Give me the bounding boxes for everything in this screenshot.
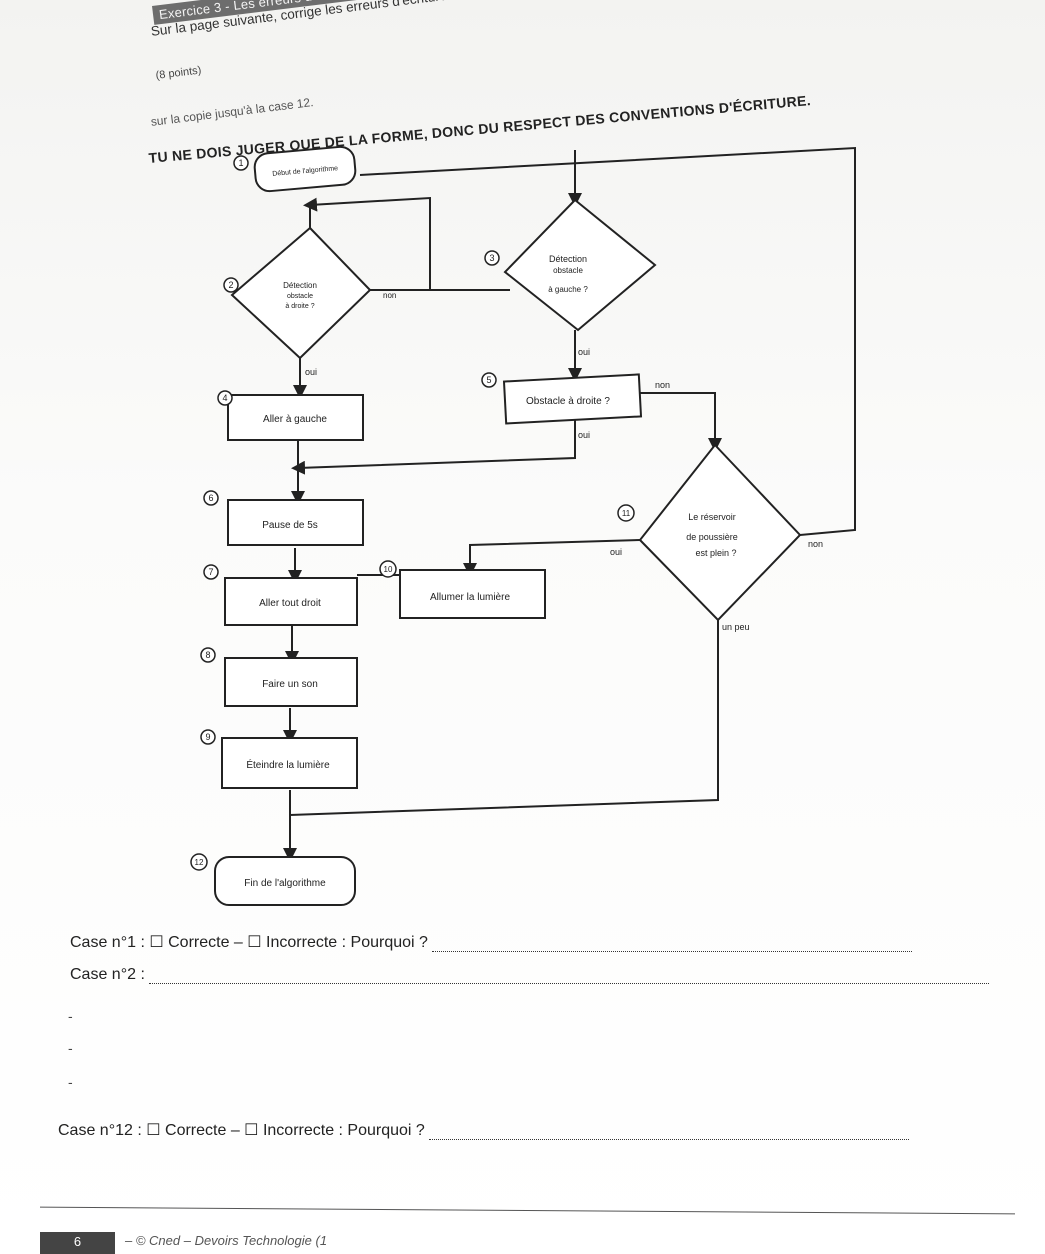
svg-text:11: 11 <box>622 509 631 518</box>
box-turn-left: Aller à gauche <box>227 394 364 441</box>
step-number-11: 11 <box>617 504 635 522</box>
question-case-1-text: Case n°1 : ☐ Correcte – ☐ Incorrecte : P… <box>70 934 428 951</box>
pause-label: Pause de 5s <box>262 520 318 531</box>
label-oui-1: oui <box>578 347 590 357</box>
label-oui-2: oui <box>305 367 317 377</box>
step-number-7: 7 <box>203 564 219 580</box>
loop-line-top <box>359 146 856 536</box>
svg-text:3: 3 <box>489 253 494 263</box>
step-number-6: 6 <box>203 490 219 506</box>
answer-line-case-12[interactable] <box>429 1125 910 1140</box>
decision-left-line-3: à gauche ? <box>548 285 588 294</box>
svg-text:10: 10 <box>384 565 393 574</box>
end-label: Fin de l'algorithme <box>244 878 326 889</box>
connector-11-un-peu <box>289 620 719 816</box>
label-oui-3: oui <box>578 430 590 440</box>
box-light-on: Allumer la lumière <box>399 569 546 619</box>
answer-line-case-2[interactable] <box>149 969 990 984</box>
decision-dust-tank: Le réservoir de poussière est plein ? <box>638 443 802 622</box>
end-box: Fin de l'algorithme <box>214 856 356 906</box>
step-number-8: 8 <box>200 647 216 663</box>
start-box: Début de l'algorithme <box>253 145 357 193</box>
box-light-off: Éteindre la lumière <box>221 737 358 789</box>
svg-text:4: 4 <box>222 393 227 403</box>
step-number-1: 1 <box>233 155 249 171</box>
label-non-3: non <box>808 539 823 549</box>
connector-5-oui <box>291 420 576 475</box>
flowchart: Début de l'algorithme Détection obstacle… <box>190 145 856 906</box>
tank-line-1: Le réservoir <box>688 512 736 522</box>
go-straight-label: Aller tout droit <box>259 598 321 609</box>
question-case-2-text: Case n°2 : <box>70 966 145 983</box>
decision-right-line-3: à droite ? <box>285 303 314 310</box>
make-sound-label: Faire un son <box>262 679 318 690</box>
svg-text:9: 9 <box>205 732 210 742</box>
box-go-straight: Aller tout droit <box>224 577 358 626</box>
connector-3-non-left <box>303 196 431 290</box>
light-off-label: Éteindre la lumière <box>246 758 330 771</box>
question-case-1: Case n°1 : ☐ Correcte – ☐ Incorrecte : P… <box>70 932 913 952</box>
svg-text:5: 5 <box>486 375 491 385</box>
svg-text:1: 1 <box>238 158 243 168</box>
svg-text:7: 7 <box>208 567 213 577</box>
connector-5-non <box>640 392 722 452</box>
tank-line-2: de poussière <box>686 532 738 542</box>
question-case-12: Case n°12 : ☐ Correcte – ☐ Incorrecte : … <box>58 1120 910 1140</box>
svg-text:12: 12 <box>195 858 204 867</box>
step-number-3: 3 <box>484 250 500 266</box>
light-on-label: Allumer la lumière <box>430 592 510 603</box>
box-pause: Pause de 5s <box>227 499 364 546</box>
question-case-2: Case n°2 : <box>70 966 990 984</box>
turn-left-label: Aller à gauche <box>263 414 327 425</box>
label-oui-4: oui <box>610 547 622 557</box>
decision-right-line-1: Détection <box>283 281 317 290</box>
step-number-9: 9 <box>200 729 216 745</box>
label-un-peu: un peu <box>722 622 750 632</box>
dash-3: - <box>68 1074 73 1090</box>
svg-text:2: 2 <box>228 280 233 290</box>
question-case-12-text: Case n°12 : ☐ Correcte – ☐ Incorrecte : … <box>58 1122 425 1139</box>
decision-obstacle-right: Détection obstacle à droite ? <box>230 226 372 360</box>
connector-11-oui <box>463 539 641 577</box>
decision-right-line-2: obstacle <box>287 293 313 300</box>
label-non-2: non <box>655 380 670 390</box>
step-number-10: 10 <box>379 560 397 578</box>
decision-obstacle-left: Détection obstacle à gauche ? <box>503 198 657 332</box>
dash-2: - <box>68 1040 73 1056</box>
footer-source: – © Cned – Devoirs Technologie (1 <box>125 1233 328 1248</box>
step-number-2: 2 <box>223 277 239 293</box>
step-number-5: 5 <box>481 372 497 388</box>
box-make-sound: Faire un son <box>224 657 358 707</box>
step-number-4: 4 <box>217 390 233 406</box>
decision-left-line-2: obstacle <box>553 266 583 275</box>
answer-line-case-1[interactable] <box>432 937 913 952</box>
svg-text:8: 8 <box>205 650 210 660</box>
label-non-1: non <box>383 291 396 300</box>
page-number: 6 <box>40 1232 115 1254</box>
decision-left-line-1: Détection <box>549 254 587 264</box>
tank-line-3: est plein ? <box>695 548 736 558</box>
dash-1: - <box>68 1008 73 1024</box>
step-number-12: 12 <box>190 853 208 871</box>
box-obstacle-right: Obstacle à droite ? <box>502 373 643 425</box>
svg-text:6: 6 <box>208 493 213 503</box>
obstacle-right-label: Obstacle à droite ? <box>526 396 610 407</box>
